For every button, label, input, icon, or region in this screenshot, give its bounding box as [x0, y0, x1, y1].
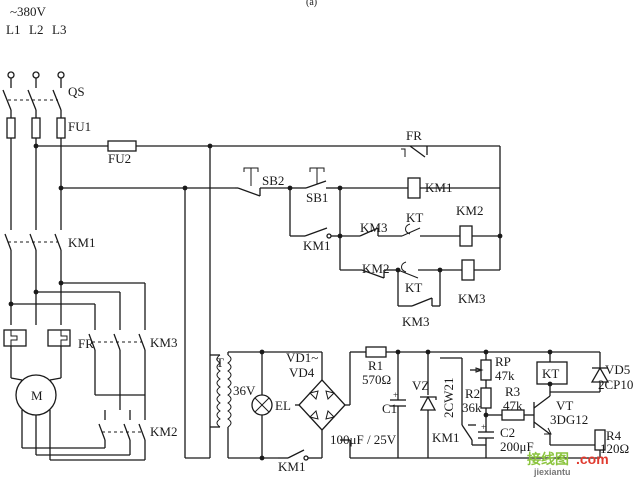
vd5-diode: [550, 352, 610, 393]
r3-resistor: [486, 409, 534, 421]
el-lamp: [251, 349, 273, 461]
km2-coil-label: KM2: [456, 203, 483, 218]
fr-ctrl-label: FR: [406, 128, 422, 143]
km3-hold-label: KM3: [402, 314, 429, 329]
vd5-label: VD5: [605, 362, 630, 377]
phase-l3-label: L3: [52, 22, 66, 37]
vd-range-label-1: VD1~: [286, 350, 318, 365]
sb1-label: SB1: [306, 190, 328, 205]
main-bus: [10, 138, 64, 230]
transformer-t: [210, 351, 278, 459]
vt-type: 3DG12: [550, 412, 588, 427]
timer-upper-rail: [440, 349, 600, 355]
r2-value: 36k: [462, 400, 482, 415]
r3-value: 47k: [503, 398, 523, 413]
vt-label: VT: [556, 398, 573, 413]
km2-nc-label: KM2: [362, 261, 389, 276]
c2-capacitor: +: [478, 415, 494, 458]
el-label: EL: [275, 398, 291, 413]
km3-main-contacts: [88, 283, 146, 410]
r1-value: 570Ω: [362, 372, 391, 387]
phase-terminals: [7, 71, 65, 79]
phase-l1-label: L1: [6, 22, 20, 37]
c1-label: C1: [382, 401, 397, 416]
fr-thermal-elements: [3, 329, 71, 378]
km3-nc-label: KM3: [360, 220, 387, 235]
vd5-type: 2CP10: [598, 377, 633, 392]
c1-capacitor: +: [390, 349, 406, 458]
km3-main-label: KM3: [150, 335, 177, 350]
r2-resistor: [480, 387, 492, 418]
r2-label: R2: [465, 386, 480, 401]
km1-timer-contact: [440, 357, 486, 446]
km1-rectifier-contact: [262, 351, 323, 461]
rp-potentiometer: [470, 352, 492, 388]
r4-resistor: [594, 429, 606, 458]
watermark-cn: 接线图: [527, 451, 569, 467]
km1-hold-contact: [287, 185, 343, 270]
vz-type: 2CW21: [441, 378, 456, 418]
phase-l2-label: L2: [29, 22, 43, 37]
bridge-rectifier: [295, 352, 351, 431]
kt-relay-label: KT: [542, 366, 559, 381]
r4-value: 120Ω: [600, 441, 629, 456]
branch-taps: [8, 280, 145, 307]
motor: [10, 374, 145, 461]
km1-el-label: KM1: [278, 459, 305, 474]
km1-coil: [340, 177, 500, 199]
dc-negative-bus: [340, 439, 600, 459]
supply-voltage-label: ~380V: [10, 4, 47, 19]
control-bus: [36, 140, 410, 459]
figure-mark: (a): [306, 0, 317, 8]
watermark-domain: .com: [576, 451, 609, 467]
c1-value: 100μF / 25V: [330, 432, 397, 447]
motor-label: M: [31, 388, 43, 403]
kt-2-label: KT: [405, 280, 422, 295]
vz-label: VZ: [412, 378, 429, 393]
watermark: 接线图 .com jiexiantu: [527, 451, 609, 477]
rung-km2: [337, 223, 503, 247]
watermark-url: jiexiantu: [533, 467, 571, 477]
r4-label: R4: [606, 428, 622, 443]
km1-main-label: KM1: [68, 235, 95, 250]
km2-main-label: KM2: [150, 424, 177, 439]
rp-label: RP: [495, 354, 511, 369]
qs-switch: [2, 78, 62, 111]
km3-coil-label: KM3: [458, 291, 485, 306]
fu1-fuses: [6, 110, 66, 139]
km1-hold-label: KM1: [303, 238, 330, 253]
r3-label: R3: [505, 384, 520, 399]
v36-label: 36V: [233, 383, 256, 398]
km1-timer-label: KM1: [432, 430, 459, 445]
sb2-label: SB2: [262, 173, 284, 188]
vz-zener: [419, 349, 437, 458]
kt-relay-coil: [536, 352, 568, 387]
c2-label: C2: [500, 425, 515, 440]
fr-nc-contact: [401, 145, 501, 270]
transformer-label: T: [216, 355, 224, 370]
km1-main-contacts: [4, 233, 62, 325]
fu1-label: FU1: [68, 119, 91, 134]
fr-main-label: FR: [78, 336, 94, 351]
svg-text:+: +: [393, 390, 398, 400]
sb1-start-button: [290, 167, 340, 189]
rp-value: 47k: [495, 368, 515, 383]
rung-km3: [340, 259, 500, 307]
c2-value: 200μF: [500, 439, 534, 454]
r1-resistor: [350, 346, 440, 358]
vd-range-label-2: VD4: [289, 365, 315, 380]
km1-coil-label: KM1: [425, 180, 452, 195]
vt-transistor: [533, 384, 600, 446]
kt-1-label: KT: [406, 210, 423, 225]
svg-text:+: +: [481, 422, 486, 432]
r1-label: R1: [368, 358, 383, 373]
sb2-stop-button: [235, 167, 290, 197]
km2-main-contacts: [95, 394, 146, 460]
fu2-label: FU2: [108, 151, 131, 166]
qs-label: QS: [68, 84, 85, 99]
